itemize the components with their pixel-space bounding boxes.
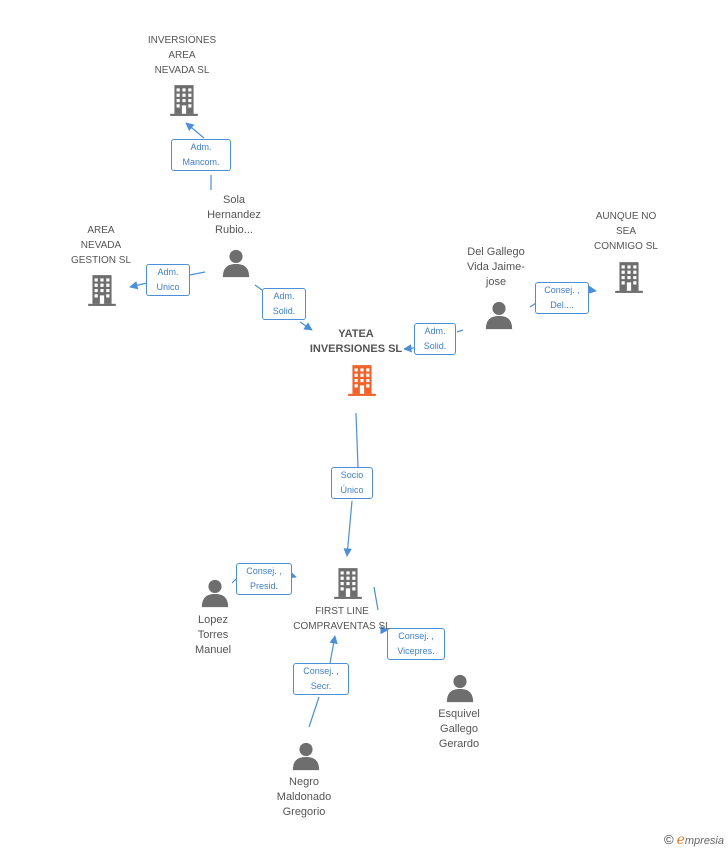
edge-label-negro-to-firstline[interactable]: Consej. , Secr.: [293, 663, 349, 695]
node-label-lopez[interactable]: Lopez Torres Manuel: [194, 614, 232, 656]
edge-label-yatea-to-firstline[interactable]: Socio Único: [331, 467, 373, 499]
edge-label-delgallego-to-aunque[interactable]: Consej. , Del....: [535, 282, 589, 314]
edge-delgallego-to-yatea: [404, 329, 464, 349]
person-icon-lopez[interactable]: [201, 579, 229, 608]
edge-sola-to-inversiones: [186, 123, 212, 190]
node-label-aunque[interactable]: AUNQUE NO SEA CONMIGO SL: [594, 211, 658, 252]
edge-label-sola-to-area[interactable]: Adm. Unico: [146, 264, 190, 296]
empresia-watermark: ©empresia: [664, 832, 724, 848]
edge-sola-to-area: [130, 271, 206, 287]
building-icon-yatea[interactable]: [348, 365, 376, 396]
building-icon-area[interactable]: [88, 275, 116, 306]
person-icon-delgallego[interactable]: [485, 301, 513, 330]
person-icon-esquivel[interactable]: [446, 674, 474, 703]
edge-sola-to-yatea: [254, 284, 312, 330]
node-label-yatea[interactable]: YATEA INVERSIONES SL: [309, 328, 403, 355]
node-label-area[interactable]: AREA NEVADA GESTION SL: [70, 225, 131, 266]
building-icon-firstline[interactable]: [334, 568, 362, 599]
edge-negro-to-firstline: [308, 636, 335, 728]
edge-label-delgallego-to-yatea[interactable]: Adm. Solid.: [414, 323, 456, 355]
person-icon-negro[interactable]: [292, 742, 320, 771]
edge-label-sola-to-yatea[interactable]: Adm. Solid.: [262, 288, 306, 320]
node-label-sola[interactable]: Sola Hernandez Rubio...: [207, 194, 261, 236]
node-label-delgallego[interactable]: Del Gallego Vida Jaime- jose: [467, 246, 525, 288]
node-label-negro[interactable]: Negro Maldonado Gregorio: [276, 776, 332, 818]
edge-label-sola-to-inversiones[interactable]: Adm. Mancom.: [171, 139, 231, 171]
building-icon-aunque[interactable]: [615, 262, 643, 293]
edges-layer: [130, 123, 596, 728]
node-label-inversiones[interactable]: INVERSIONES AREA NEVADA SL: [147, 35, 217, 76]
copyright-symbol: ©: [663, 832, 674, 847]
person-icon-sola[interactable]: [222, 249, 250, 278]
node-label-esquivel[interactable]: Esquivel Gallego Gerardo: [438, 708, 480, 750]
node-label-firstline[interactable]: FIRST LINE COMPRAVENTAS SL: [293, 606, 391, 632]
edge-label-lopez-to-firstline[interactable]: Consej. , Presid.: [236, 563, 292, 595]
nodes-layer: [88, 85, 643, 771]
edge-label-esquivel-to-firstline[interactable]: Consej. , Vicepres.: [387, 628, 445, 660]
brand-logo: empresia: [676, 832, 724, 848]
building-icon-inversiones[interactable]: [170, 85, 198, 116]
edge-esquivel-to-firstline: [373, 586, 388, 630]
edge-yatea-to-firstline: [347, 412, 359, 556]
